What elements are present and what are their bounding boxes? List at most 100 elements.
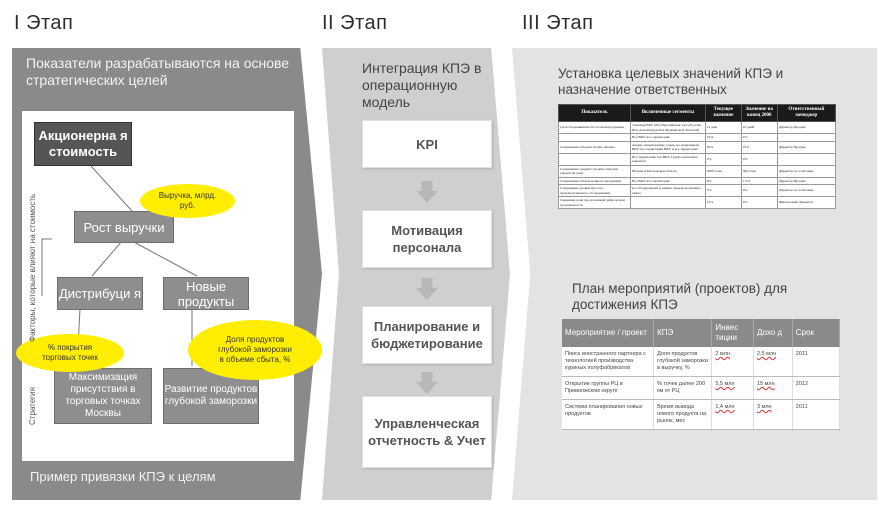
table-row: Сокращение уровня простоя производственн…	[557, 184, 837, 197]
table-cell: Открытие группы РЦ в Приволжском округе	[562, 376, 655, 400]
table-row: Поиск иностранного партнера с технологие…	[562, 347, 841, 377]
table-header: Текущее значение	[704, 104, 742, 122]
table-cell: 1,4 млн	[711, 399, 754, 430]
table-cell: 5%	[704, 184, 742, 197]
table-cell: Сокращение среднего уровня отгрузки зака…	[557, 164, 632, 178]
table-header-row: Показатель Включенные сегменты Текущее з…	[557, 104, 837, 122]
table-cell: 21 дни	[704, 121, 742, 134]
table-cell: 500 тонн	[740, 164, 778, 178]
action-plan-table: Мероприятие / проект КПЭ Инвес тиции Дох…	[562, 319, 841, 430]
table-cell: Директор по логистике	[776, 184, 837, 197]
table-header: Значение на конец 2006	[740, 104, 778, 122]
table-header: Дохо д	[753, 319, 793, 347]
table-cell: Сокращение уровня простоя производственн…	[557, 184, 632, 197]
table-header: Включенные сегменты	[630, 104, 706, 122]
table-header-row: Мероприятие / проект КПЭ Инвес тиции Дох…	[562, 319, 841, 347]
table-header: Показатель	[557, 104, 632, 122]
distribution-box: Дистрибуци я	[57, 277, 143, 310]
table-cell: 20%	[704, 140, 742, 154]
table-cell: Сокращение объема возврата продукции	[557, 176, 632, 185]
revenue-growth-box: Рост выручки	[74, 211, 174, 243]
table-cell: Доля продуктов глубокой заморозки в выру…	[653, 347, 713, 377]
table-cell: % точек далее 200 км от РЦ	[653, 376, 713, 400]
table-cell: все оборудование в рамках производственн…	[630, 184, 706, 197]
stage-1-description: Показатели разрабатываются на основе стр…	[26, 55, 290, 88]
step-reporting: Управленческая отчетность & Учет	[362, 396, 492, 468]
table-cell: 0%	[740, 196, 778, 209]
maximize-presence-box: Максимизация присутствия в торговых точк…	[54, 368, 152, 424]
step-motivation: Мотивация персонала	[362, 210, 492, 268]
table-header: Мероприятие / проект	[562, 319, 655, 347]
table-header: Ответственный менеджер	[776, 104, 837, 122]
kpi-targets-table: Показатель Включенные сегменты Текущее з…	[557, 104, 837, 209]
table-cell: 2,5 млн	[753, 347, 793, 377]
table-header: Срок	[792, 319, 841, 347]
table-cell: 5,5 млн	[711, 376, 754, 400]
table-cell: 6%	[704, 176, 742, 185]
table-cell: 15 млн	[753, 376, 793, 400]
table-header: Инвес тиции	[711, 319, 754, 347]
table-cell: Все территории, все ВКУ, Группа ключевых…	[630, 152, 706, 166]
table-cell: 2000 тонн	[704, 164, 742, 178]
table-cell: Директор Продаж	[776, 176, 837, 185]
coverage-kpi-ellipse: % покрытия торговых точек	[16, 334, 124, 372]
table-cell: Сокращение объемов потерь продаж	[557, 140, 632, 154]
strategy-vertical-label: Стратегия	[28, 387, 37, 425]
table-cell: Система планирования новых продуктов	[562, 399, 655, 430]
table-cell	[776, 133, 837, 142]
table-row: Снижение доли просроченной дебиторской з…	[557, 196, 837, 209]
table-row: Все территории, все ВКУ, Группа ключевых…	[557, 152, 837, 166]
table-cell: 2012	[792, 376, 841, 400]
table-cell: 0%	[740, 152, 778, 166]
step-kpi: KPI	[362, 120, 492, 168]
table-cell: Директор Продаж	[776, 140, 837, 154]
table-cell: 10%	[740, 140, 778, 154]
table-cell: 1.5%	[740, 176, 778, 185]
table-cell: 2011	[792, 347, 841, 377]
table-cell: Директор по логистике	[776, 164, 837, 178]
stage-3-title: III Этап	[522, 12, 594, 34]
table-cell	[557, 133, 632, 142]
table-cell: 3 млн	[753, 399, 793, 430]
table-cell	[776, 152, 837, 166]
table-cell: Поиск иностранного партнера с технологие…	[562, 347, 655, 377]
table-cell	[557, 152, 632, 166]
table-cell: Акции, направленные только на доверенный…	[630, 140, 706, 154]
stage-1-footer: Пример привязки КПЭ к целям	[30, 469, 216, 484]
revenue-kpi-ellipse: Выручка, млрд. руб.	[140, 184, 235, 218]
stage-3-description-2: План мероприятий (проектов) для достижен…	[572, 281, 788, 312]
table-cell	[630, 196, 706, 209]
stage-2-description: Интеграция КПЭ в операционную модель	[362, 60, 482, 110]
table-row: Сокращение среднего уровня отгрузки зака…	[557, 164, 837, 178]
table-cell: Директор Продаж	[776, 121, 837, 134]
share-kpi-ellipse: Доля продуктов глубокой заморозки в объе…	[188, 320, 322, 380]
table-cell: Москва и Московская область	[630, 164, 706, 178]
stage-1-title: I Этап	[14, 12, 74, 34]
table-cell: 2011	[792, 399, 841, 430]
table-cell: 16 дней	[740, 121, 778, 134]
table-cell: Срок оборачиваемости готовой продукции	[557, 121, 632, 134]
table-cell: Финансовый Директор	[776, 196, 837, 209]
table-cell: 2%	[740, 133, 778, 142]
table-cell: Все ВКУ, все территории	[630, 133, 706, 142]
stage-2-title: II Этап	[322, 12, 388, 34]
table-cell: Время вывода нового продукта на рынок, м…	[653, 399, 713, 430]
table-cell: Таможня ВКУ (М), Европейская часть Росси…	[630, 121, 706, 134]
factors-vertical-label: Факторы, которые влияют на стоимость	[28, 193, 37, 342]
table-cell: 12%	[704, 196, 742, 209]
table-cell: 2%	[704, 152, 742, 166]
table-header: КПЭ	[653, 319, 713, 347]
table-cell: 0%	[740, 184, 778, 197]
shareholder-value-box: Акционерна я стоимость	[34, 122, 132, 166]
table-row: Открытие группы РЦ в Приволжском округе%…	[562, 376, 841, 400]
table-cell: Все ВКУ, все территории	[630, 176, 706, 185]
table-cell: 10%	[704, 133, 742, 142]
table-cell: Снижение доли просроченной дебиторской з…	[557, 196, 632, 209]
stage-3-description-1: Установка целевых значений КПЭ и назначе…	[558, 66, 784, 97]
new-products-box: Новые продукты	[163, 277, 249, 310]
